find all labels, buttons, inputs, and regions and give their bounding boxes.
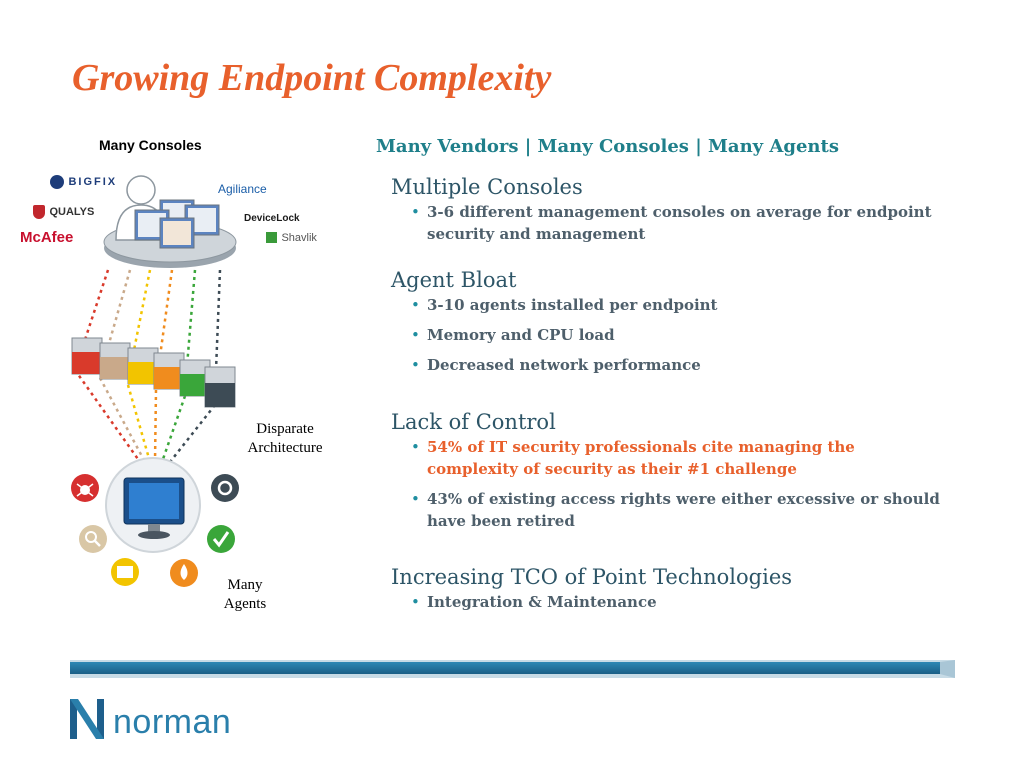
section-lack-of-control: Lack of Control •54% of IT security prof… — [391, 410, 951, 540]
server-stack — [71, 337, 236, 408]
bullet-item: •Decreased network performance — [411, 356, 701, 374]
vendor-logo-agiliance: Agiliance — [218, 182, 267, 196]
bullet-icon: • — [411, 296, 420, 314]
server-orange — [153, 352, 185, 390]
bullet-item: • 3-10 agents installed per endpoint — [411, 296, 718, 314]
server-tan — [99, 342, 131, 380]
bullet-item: •Memory and CPU load — [411, 326, 615, 344]
section-heading: Increasing TCO of Point Technologies — [391, 565, 793, 589]
section-heading: Multiple Consoles — [391, 175, 583, 199]
qualys-shield-icon — [33, 204, 45, 219]
drop-icon — [170, 559, 198, 587]
bullet-item: •3-6 different management consoles on av… — [411, 203, 932, 243]
user-icon — [126, 175, 156, 205]
architecture-label: Disparate Architecture — [247, 421, 323, 456]
server-dark — [204, 366, 236, 408]
norman-logo-text: norman — [113, 703, 232, 741]
server-red — [71, 337, 103, 375]
tagline: Many Vendors | Many Consoles | Many Agen… — [376, 136, 839, 157]
section-increasing-tco: Increasing TCO of Point Technologies • I… — [391, 565, 951, 621]
console-platform — [103, 175, 237, 268]
check-icon — [207, 525, 235, 553]
shavlik-icon — [266, 232, 277, 244]
bullet-item: • Integration & Maintenance — [411, 593, 657, 611]
bullet-icon: • — [411, 203, 420, 221]
bullet-icon: • — [411, 356, 420, 374]
bug-icon — [71, 474, 99, 502]
vendor-logo-qualys: QUALYS — [33, 203, 94, 221]
diagram-heading: Many Consoles — [99, 137, 202, 153]
bullet-item-highlight: •54% of IT security professionals cite m… — [411, 438, 855, 478]
endpoint-monitor — [105, 457, 201, 553]
search-icon — [79, 525, 107, 553]
console-screens — [134, 199, 220, 249]
bullet-item: •43% of existing access rights were eith… — [411, 490, 940, 530]
section-heading: Agent Bloat — [391, 268, 517, 292]
refresh-icon — [211, 474, 239, 502]
vendor-logo-mcafee: McAfee — [20, 229, 74, 246]
slide-title: Growing Endpoint Complexity — [72, 57, 552, 99]
footer-divider — [70, 660, 955, 678]
architecture-diagram — [71, 175, 239, 587]
bullet-icon: • — [411, 326, 420, 344]
section-agent-bloat: Agent Bloat • 3-10 agents installed per … — [391, 268, 951, 384]
agents-label: Many Agents — [223, 577, 267, 612]
bigfix-icon — [50, 174, 64, 189]
section-multiple-consoles: Multiple Consoles •3-6 different managem… — [391, 175, 951, 253]
bullet-icon: • — [411, 490, 420, 508]
section-heading: Lack of Control — [391, 410, 556, 434]
bullet-icon: • — [411, 593, 420, 611]
folder-icon — [111, 558, 139, 586]
agent-icons — [71, 474, 239, 587]
vendor-logo-bigfix: BIGFIX — [50, 173, 117, 191]
vendor-logo-shavlik: Shavlik — [266, 229, 317, 247]
vendor-logo-devicelock: DeviceLock — [244, 213, 300, 224]
server-yellow — [127, 347, 159, 385]
bullet-icon: • — [411, 438, 420, 456]
norman-logo-icon — [70, 699, 104, 739]
